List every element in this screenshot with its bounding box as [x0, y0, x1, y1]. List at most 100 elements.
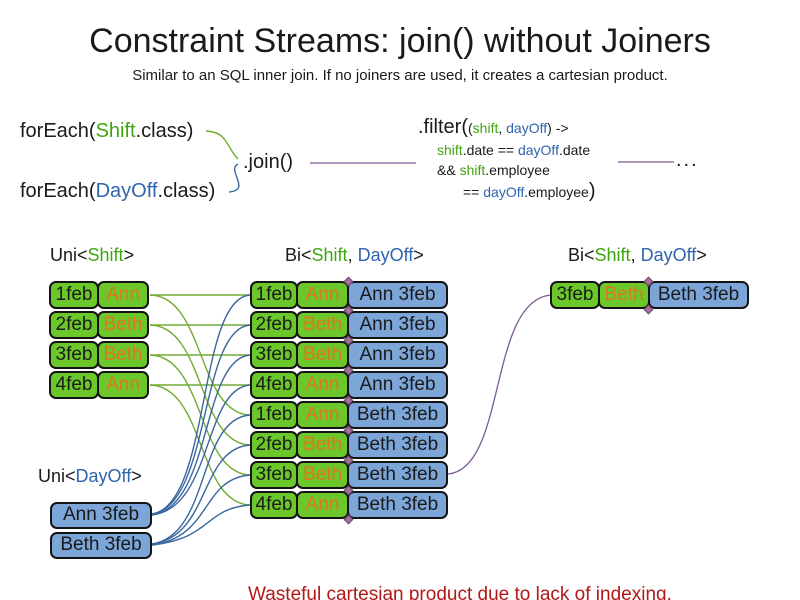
text-segment: Shift	[87, 245, 124, 265]
dayoff-cell: Beth 3feb	[347, 401, 448, 429]
join-line-shift2-row6	[149, 324, 251, 446]
shift-date-cell: 4feb	[49, 371, 99, 399]
shift-employee-cell: Beth	[97, 311, 149, 339]
shift-employee-cell: Beth	[296, 311, 349, 339]
table-row: Beth 3feb	[50, 532, 152, 560]
text-segment: DayOff	[95, 180, 158, 202]
shift-date-cell: 1feb	[49, 281, 99, 309]
header-uni-dayoff: Uni<DayOff>	[38, 466, 142, 487]
shift-employee-cell: Beth	[296, 461, 349, 489]
dayoff-cell: Ann 3feb	[347, 371, 448, 399]
text-segment: .employee	[485, 162, 550, 178]
text-segment: dayOff	[506, 120, 548, 136]
text-segment: Uni<	[50, 245, 88, 265]
text-segment: forEach(	[20, 180, 96, 202]
shift-employee-cell: Ann	[97, 281, 149, 309]
text-segment: ,	[498, 120, 507, 136]
code-filter-line4: == dayOff.employee)	[463, 180, 596, 203]
text-segment: shift	[472, 120, 499, 136]
text-segment: &&	[437, 162, 460, 178]
text-segment: ) ->	[547, 120, 569, 136]
text-segment: Shift	[95, 120, 136, 142]
shift-employee-cell: Ann	[97, 371, 149, 399]
text-segment: shift	[437, 142, 463, 158]
join-line-beth-row8	[151, 504, 251, 546]
text-segment: .date ==	[462, 142, 518, 158]
text-segment: .class)	[135, 120, 194, 142]
shift-employee-cell: Beth	[598, 281, 650, 309]
header-bi-mid: Bi<Shift, DayOff>	[285, 245, 424, 266]
text-segment: )	[588, 180, 596, 202]
shift-employee-cell: Ann	[296, 371, 349, 399]
text-segment: forEach(	[20, 120, 96, 142]
shift-employee-cell: Ann	[296, 491, 349, 519]
text-segment: .employee	[524, 184, 589, 200]
dayoff-cell: Ann 3feb	[347, 281, 448, 309]
shift-employee-cell: Ann	[296, 401, 349, 429]
dayoff-cell: Beth 3feb	[347, 431, 448, 459]
shift-date-cell: 1feb	[250, 401, 298, 429]
line-filter-result	[447, 294, 552, 475]
shift-date-cell: 3feb	[550, 281, 600, 309]
text-segment: ,	[347, 245, 358, 265]
text-segment: Shift	[311, 245, 348, 265]
shift-employee-cell: Beth	[296, 431, 349, 459]
shift-date-cell: 3feb	[250, 341, 298, 369]
shift-employee-cell: Ann	[296, 281, 349, 309]
text-segment: Shift	[594, 245, 631, 265]
join-line-shift1-row5	[149, 294, 251, 416]
dayoff-cell: Beth 3feb	[347, 491, 448, 519]
join-line-shift3-row7	[149, 354, 251, 476]
text-segment: Bi<	[285, 245, 312, 265]
page-subtitle: Similar to an SQL inner join. If no join…	[132, 67, 668, 84]
dayoff-cell: Beth 3feb	[648, 281, 749, 309]
shift-employee-cell: Beth	[97, 341, 149, 369]
text-segment: DayOff	[75, 466, 132, 486]
dayoff-cell: Beth 3feb	[347, 461, 448, 489]
code-foreach-dayoff: forEach(DayOff.class)	[20, 180, 215, 203]
shift-date-cell: 2feb	[250, 431, 298, 459]
code-join: .join()	[243, 151, 294, 173]
code-filter-line3: && shift.employee	[437, 162, 550, 178]
header-bi-right: Bi<Shift, DayOff>	[568, 245, 707, 266]
shift-date-cell: 4feb	[250, 491, 298, 519]
shift-date-cell: 3feb	[250, 461, 298, 489]
code-filter-line2: shift.date == dayOff.date	[437, 142, 590, 158]
join-line-beth-row6	[151, 444, 251, 545]
text-segment: dayOff	[517, 142, 559, 158]
text-segment: dayOff	[483, 184, 525, 200]
join-line-ann-row2	[151, 324, 251, 515]
text-segment: .date	[558, 142, 591, 158]
text-segment: >	[131, 466, 142, 486]
join-line-ann-row3	[151, 354, 251, 516]
dayoff-cell: Beth 3feb	[50, 532, 152, 559]
join-line-beth-row5	[151, 414, 251, 545]
text-segment: >	[696, 245, 707, 265]
shift-date-cell: 3feb	[49, 341, 99, 369]
ellipsis-label: ...	[676, 149, 699, 171]
shift-date-cell: 2feb	[49, 311, 99, 339]
text-segment: shift	[459, 162, 486, 178]
join-line-ann-row1	[151, 294, 251, 515]
text-segment: (	[468, 120, 473, 136]
header-uni-shift: Uni<Shift>	[50, 245, 134, 266]
text-segment: .class)	[157, 180, 216, 202]
